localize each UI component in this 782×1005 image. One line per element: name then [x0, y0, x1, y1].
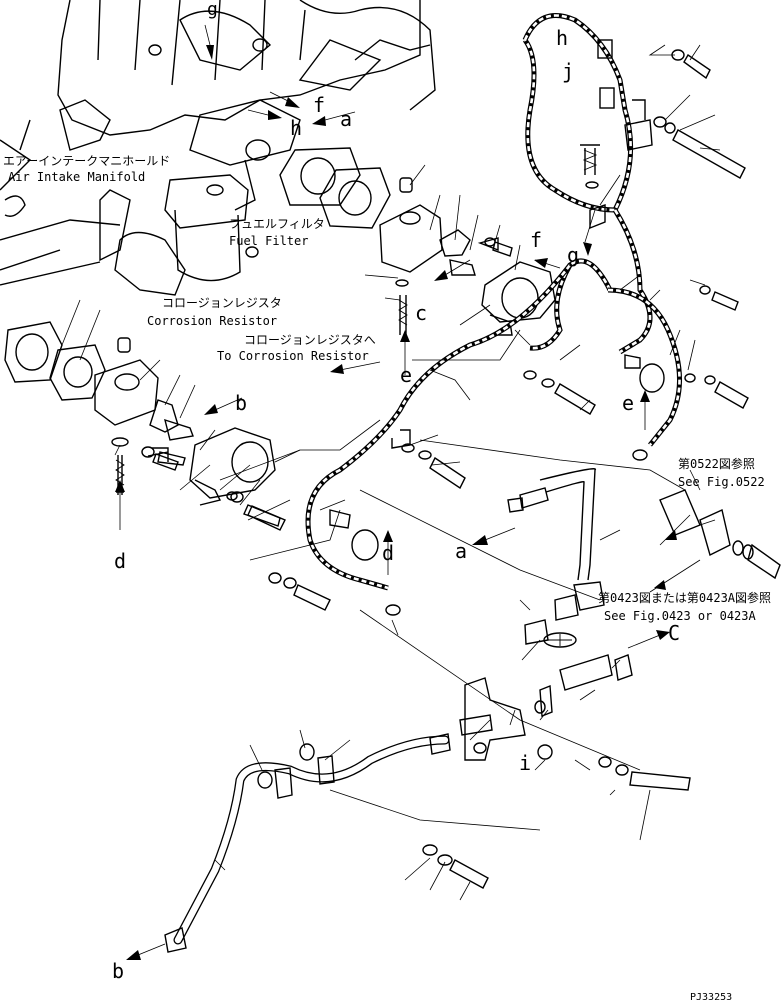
- letter-a-upper: a: [340, 107, 352, 131]
- letter-g-right: g: [567, 243, 579, 267]
- letter-i: i: [519, 751, 531, 775]
- see-fig-0522-en-label: See Fig.0522: [678, 475, 765, 489]
- letter-c-lower: C: [668, 621, 680, 645]
- letter-d-right: d: [382, 541, 394, 565]
- harness-connectors: [329, 39, 665, 616]
- left-resistor-head: [94, 337, 194, 495]
- letter-b-lower: b: [112, 959, 124, 983]
- pipe-upper: [507, 468, 781, 648]
- see-fig-0423-jp-label: 第0423図または第0423A図参照: [598, 590, 771, 605]
- corrosion-resistor-jp-label: コロージョンレジスタ: [162, 296, 282, 310]
- reference-letters: a a b b c C d d e e f f g g h h i j: [112, 0, 680, 983]
- bolts-and-washers: [141, 49, 749, 889]
- letter-b-upper: b: [235, 391, 247, 415]
- air-intake-manifold-en-label: Air Intake Manifold: [8, 170, 145, 184]
- letter-f-right: f: [530, 228, 542, 252]
- fuel-filter-jp-label: フュエルフィルタ: [229, 217, 325, 231]
- text-labels: エアーインテークマニホールド Air Intake Manifold フュエルフ…: [3, 154, 771, 1003]
- direction-arrows: [115, 24, 701, 960]
- letter-f-upper: f: [313, 93, 325, 117]
- see-fig-0522-jp-label: 第0522図参照: [678, 456, 755, 471]
- letter-c-upper: c: [415, 301, 427, 325]
- left-adapter: [147, 427, 281, 527]
- letter-h-upper: h: [290, 116, 302, 140]
- to-corrosion-resistor-en-label: To Corrosion Resistor: [217, 349, 369, 363]
- valve-bracket: [459, 654, 633, 761]
- corrosion-resistor-en-label: Corrosion Resistor: [147, 314, 277, 328]
- arrow-a-upper: [324, 111, 356, 121]
- letter-e-centre: e: [400, 363, 412, 387]
- air-intake-manifold-jp-label: エアーインテークマニホールド: [3, 154, 170, 168]
- left-gasket: [4, 321, 106, 401]
- to-corrosion-resistor-jp-label: コロージョンレジスタへ: [244, 333, 376, 347]
- see-fig-0423-en-label: See Fig.0423 or 0423A: [604, 609, 756, 623]
- pipe-lower: [164, 733, 451, 953]
- wiring-harness-upper: [305, 13, 682, 591]
- letter-d-left: d: [114, 549, 126, 573]
- letter-a-lower: a: [455, 539, 467, 563]
- letter-j: j: [562, 59, 574, 83]
- fuel-filter-en-label: Fuel Filter: [229, 234, 308, 248]
- letter-e-right: e: [622, 391, 634, 415]
- letter-g-upper: g: [207, 0, 218, 20]
- air-intake-manifold: [0, 0, 436, 286]
- arrow-h-upper: [247, 109, 269, 116]
- letter-h-right: h: [556, 26, 568, 50]
- part-number-label: PJ33253: [690, 992, 732, 1003]
- fuel-filter: [114, 139, 271, 296]
- leader-lines: [59, 44, 721, 901]
- manifold-gasket: [279, 147, 391, 229]
